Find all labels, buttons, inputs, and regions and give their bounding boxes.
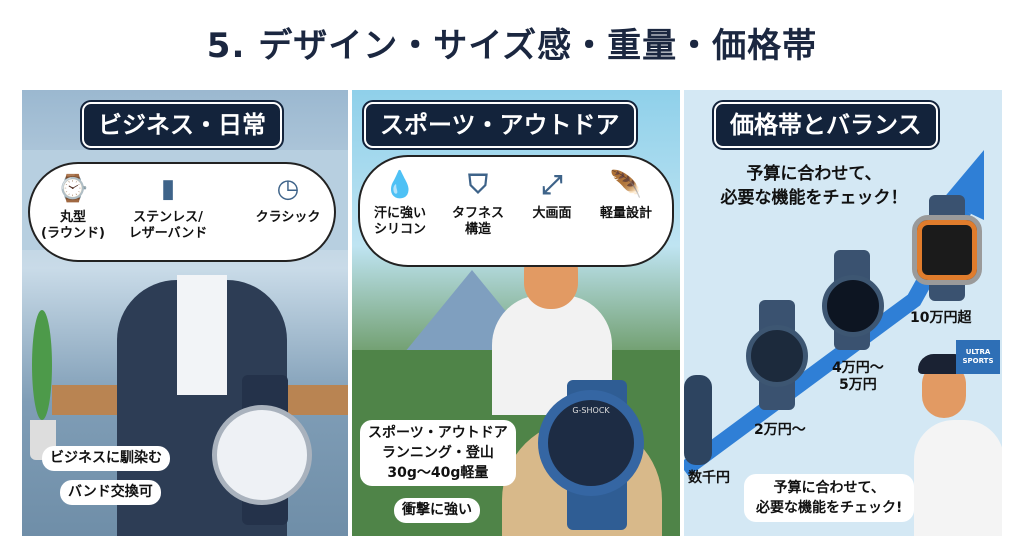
silicone-band-icon: 💧 — [383, 170, 417, 200]
price-tier-1: 数千円 — [688, 470, 730, 486]
thought-bubble — [28, 162, 336, 262]
price-tier-3: 4万円〜 5万円 — [832, 360, 884, 393]
strap-icon: ▮ — [160, 174, 176, 204]
person-shirt — [914, 420, 1002, 536]
feather-icon: 🪶 — [609, 170, 643, 200]
thought-item-label: 軽量設計 — [599, 206, 652, 221]
watch-2man — [746, 325, 808, 387]
round-watch-icon: ⌚ — [56, 174, 90, 204]
classic-watch-icon: ◷ — [276, 174, 300, 204]
person-shirt — [177, 275, 227, 395]
thought-item-label: 大画面 — [532, 206, 572, 221]
thought-item-lightweight: 🪶 軽量設計 — [592, 170, 660, 222]
expand-icon: ⤢ — [541, 170, 563, 200]
callout-sports: スポーツ・アウトドア ランニング・登山 30g〜40g軽量 — [360, 420, 516, 486]
panel-header: スポーツ・アウトドア — [364, 102, 636, 148]
callout-band: バンド交換可 — [60, 480, 161, 505]
callout-business: ビジネスに馴染む — [42, 446, 170, 471]
thought-item-band: ▮ ステンレス/ レザーバンド — [122, 174, 214, 242]
page-title: 5. デザイン・サイズ感・重量・価格帯 — [206, 26, 818, 66]
thought-item-label: ステンレス/ レザーバンド — [128, 210, 208, 241]
thought-item-toughness: ⛉ タフネス 構造 — [444, 170, 512, 238]
watch-brand: G-SHOCK — [572, 406, 610, 415]
flag: ULTRA SPORTS — [956, 340, 1000, 374]
watch-4man — [822, 275, 884, 337]
thought-bubble — [358, 155, 674, 267]
watch-10man — [912, 215, 982, 285]
shield-icon: ⛉ — [468, 170, 488, 200]
panel-price: 価格帯とバランス 予算に合わせて、 必要な機能をチェック！ ULTRA SPOR… — [684, 90, 1002, 536]
classic-watch-closeup — [212, 405, 312, 505]
headline: 予算に合わせて、 必要な機能をチェック！ — [720, 164, 908, 208]
price-tier-4: 10万円超 — [910, 310, 972, 326]
panel-header: 価格帯とバランス — [714, 102, 938, 148]
panel-sports: スポーツ・アウトドア 💧 汗に強い シリコン ⛉ タフネス 構造 ⤢ 大画面 🪶 軽量設… — [352, 90, 680, 536]
callout-shock: 衝撃に強い — [394, 498, 480, 523]
thought-item-classic: ◷ クラシック — [248, 174, 328, 226]
thought-item-label: クラシック — [255, 210, 321, 225]
speech-bubble: 予算に合わせて、 必要な機能をチェック! — [744, 474, 915, 522]
panel-business: ビジネス・日常 ⌚ 丸型 (ラウンド) ▮ ステンレス/ レザーバンド ◷ クラシック… — [22, 90, 348, 536]
price-tier-2: 2万円〜 — [754, 422, 806, 438]
fitness-band — [684, 375, 712, 465]
thought-item-label: タフネス 構造 — [451, 206, 504, 237]
thought-item-large-screen: ⤢ 大画面 — [522, 170, 582, 222]
gshock-watch: G-SHOCK — [538, 390, 644, 496]
plant — [32, 310, 52, 420]
panel-header: ビジネス・日常 — [82, 102, 282, 148]
thought-item-silicone: 💧 汗に強い シリコン — [366, 170, 434, 238]
thought-item-label: 汗に強い シリコン — [373, 206, 426, 237]
thought-item-round: ⌚ 丸型 (ラウンド) — [34, 174, 112, 242]
thought-item-label: 丸型 (ラウンド) — [41, 210, 105, 241]
